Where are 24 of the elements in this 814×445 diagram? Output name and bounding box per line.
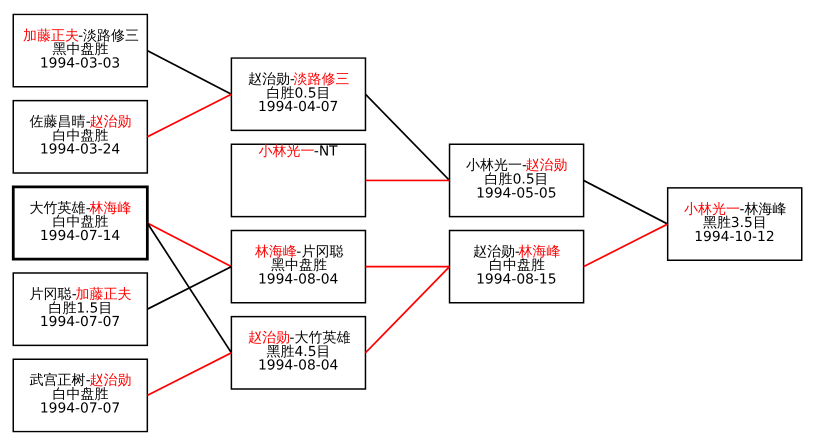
- node-box: 赵治勋-林海峰 白中盘胜 1994-08-15: [448, 229, 584, 304]
- node-box: 佐藤昌晴-赵治勋 白中盘胜 1994-03-24: [12, 99, 148, 174]
- node-box: 加藤正夫-淡路修三 黑中盘胜 1994-03-03: [12, 13, 148, 88]
- node-box: 片冈聪-加藤正夫 白胜1.5目 1994-07-07: [12, 272, 148, 346]
- node-box: 赵治勋-淡路修三 白胜0.5目 1994-04-07: [230, 56, 366, 131]
- connector: [146, 265, 232, 310]
- connector: [146, 222, 232, 267]
- connector: [146, 49, 232, 94]
- node-box: 武宫正树-赵治勋 白中盘胜 1994-07-07: [12, 358, 148, 432]
- node-box: 小林光一-赵治勋 白胜0.5目 1994-05-05: [448, 143, 584, 217]
- connector: [582, 222, 668, 267]
- node-box: 小林光一-NT: [230, 143, 366, 217]
- node-box: 赵治勋-大竹英雄 黑胜4.5目 1994-08-04: [230, 315, 366, 390]
- connector: [364, 179, 450, 181]
- connector: [364, 266, 450, 353]
- node-box: 林海峰-片冈聪 黑中盘胜 1994-08-04: [230, 229, 366, 304]
- connector: [364, 265, 450, 267]
- connector: [146, 222, 232, 353]
- node-box: 小林光一-林海峰 黑胜3.5目 1994-10-12: [666, 186, 802, 260]
- connector: [364, 93, 450, 181]
- connector: [146, 92, 232, 138]
- connector: [582, 179, 668, 224]
- connector: [146, 352, 232, 396]
- node-box: 大竹英雄-林海峰 白中盘胜 1994-07-14: [11, 184, 148, 260]
